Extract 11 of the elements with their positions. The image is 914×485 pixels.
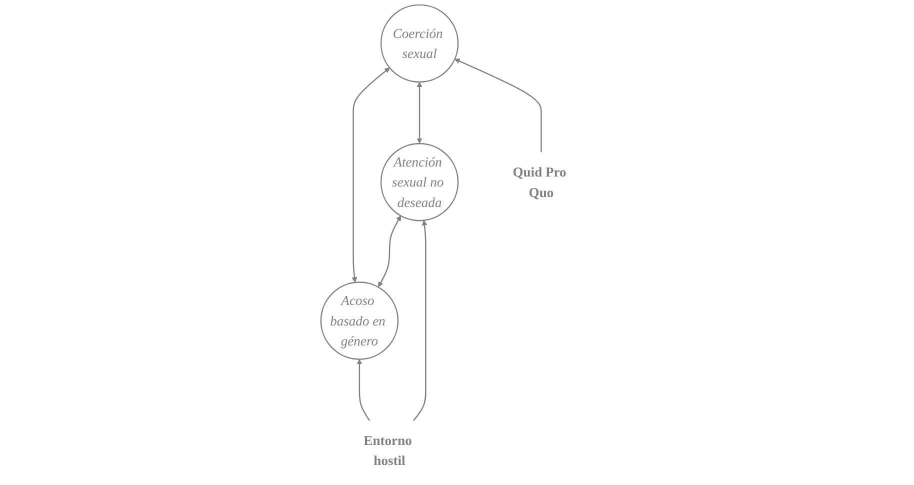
arrow: [378, 216, 401, 288]
node-text: Entorno hostil: [363, 432, 412, 468]
arrow: [416, 82, 422, 144]
node-circle: Coerción sexual: [380, 4, 458, 83]
arrow: [412, 220, 427, 422]
node-circle: Atención sexual no deseada: [380, 142, 458, 222]
arrow: [454, 58, 542, 153]
node-text: Quid Pro Quo: [512, 164, 566, 200]
arrow: [352, 68, 390, 282]
node-circle: Acoso basado en género: [320, 282, 398, 360]
arrow: [356, 359, 370, 422]
